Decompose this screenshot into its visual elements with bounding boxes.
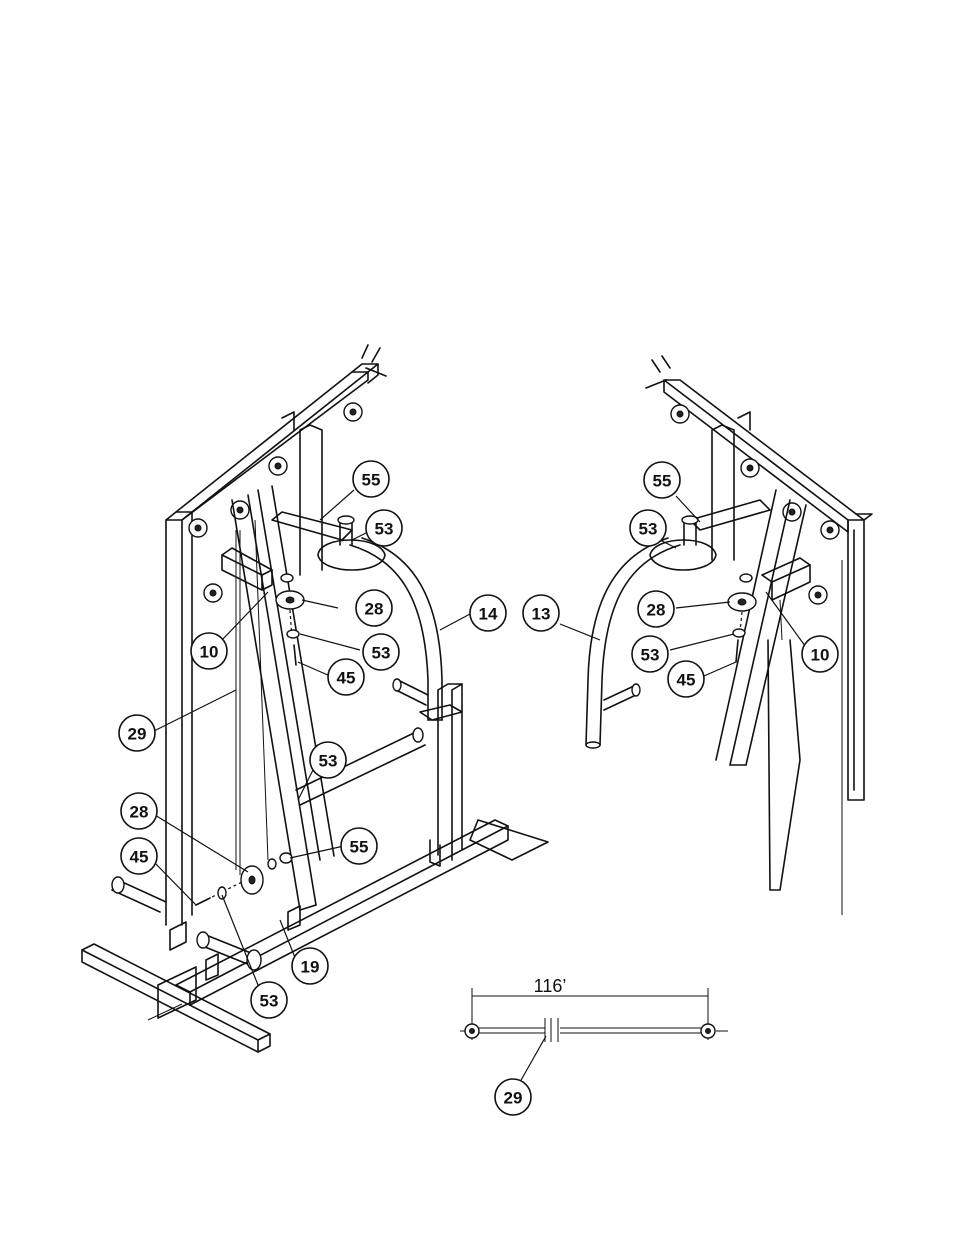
callout-53-d: 53 (250, 981, 288, 1019)
callout-label: 53 (260, 992, 279, 1011)
callout-53-a: 53 (365, 509, 403, 547)
callout-53-r2: 53 (631, 635, 669, 673)
callout-53-c: 53 (309, 741, 347, 779)
callout-label: 10 (811, 646, 830, 665)
callout-circle (327, 658, 365, 696)
callout-circle (250, 981, 288, 1019)
cable-detail (460, 988, 728, 1083)
callout-label: 55 (362, 471, 381, 490)
callout-layer: 55 53 28 53 45 10 14 29 53 28 55 45 19 53 55 53 13 28 53 10… (118, 460, 839, 1116)
callout-14: 14 (469, 594, 507, 632)
callout-label: 53 (375, 520, 394, 539)
callout-circle (469, 594, 507, 632)
callout-53-b: 53 (362, 633, 400, 671)
callout-circle (631, 635, 669, 673)
callout-55-a: 55 (352, 460, 390, 498)
callout-10-a: 10 (190, 632, 228, 670)
callout-label: 10 (200, 643, 219, 662)
callout-circle (190, 632, 228, 670)
callout-label: 53 (319, 752, 338, 771)
callout-circle (355, 589, 393, 627)
callout-label: 28 (130, 803, 149, 822)
callout-circle (522, 594, 560, 632)
callout-label: 29 (504, 1089, 523, 1108)
left-frame-assembly (81, 344, 549, 1053)
callout-label: 45 (337, 669, 356, 688)
callout-circle (629, 509, 667, 547)
callout-10-r: 10 (801, 635, 839, 673)
callout-label: 45 (130, 848, 149, 867)
callout-45-r: 45 (667, 660, 705, 698)
callout-55-b: 55 (340, 827, 378, 865)
callout-45-a: 45 (327, 658, 365, 696)
callout-circle (120, 792, 158, 830)
callout-circle (362, 633, 400, 671)
callout-19: 19 (291, 947, 329, 985)
callout-label: 45 (677, 671, 696, 690)
callout-28-a: 28 (355, 589, 393, 627)
cable-length-label: 116’ (534, 976, 567, 996)
callout-circle (637, 590, 675, 628)
callout-label: 13 (532, 605, 551, 624)
callout-circle (643, 461, 681, 499)
right-leader-lines (559, 495, 809, 677)
callout-label: 53 (372, 644, 391, 663)
callout-circle (352, 460, 390, 498)
callout-55-r: 55 (643, 461, 681, 499)
callout-circle (291, 947, 329, 985)
callout-label: 55 (350, 838, 369, 857)
callout-circle (120, 837, 158, 875)
callout-label: 28 (365, 600, 384, 619)
callout-label: 29 (128, 725, 147, 744)
callout-circle (801, 635, 839, 673)
callout-label: 55 (653, 472, 672, 491)
callout-label: 28 (647, 601, 666, 620)
callout-13: 13 (522, 594, 560, 632)
callout-29-detail: 29 (494, 1078, 532, 1116)
callout-circle (340, 827, 378, 865)
callout-label: 53 (639, 520, 658, 539)
callout-28-b: 28 (120, 792, 158, 830)
callout-circle (309, 741, 347, 779)
callout-circle (118, 714, 156, 752)
callout-28-r: 28 (637, 590, 675, 628)
callout-circle (365, 509, 403, 547)
right-frame-assembly (585, 355, 873, 915)
callout-45-b: 45 (120, 837, 158, 875)
callout-circle (494, 1078, 532, 1116)
left-leader-lines (149, 489, 471, 991)
callout-label: 19 (301, 958, 320, 977)
callout-label: 53 (641, 646, 660, 665)
callout-53-r1: 53 (629, 509, 667, 547)
callout-label: 14 (479, 605, 498, 624)
callout-circle (667, 660, 705, 698)
callout-29-a: 29 (118, 714, 156, 752)
